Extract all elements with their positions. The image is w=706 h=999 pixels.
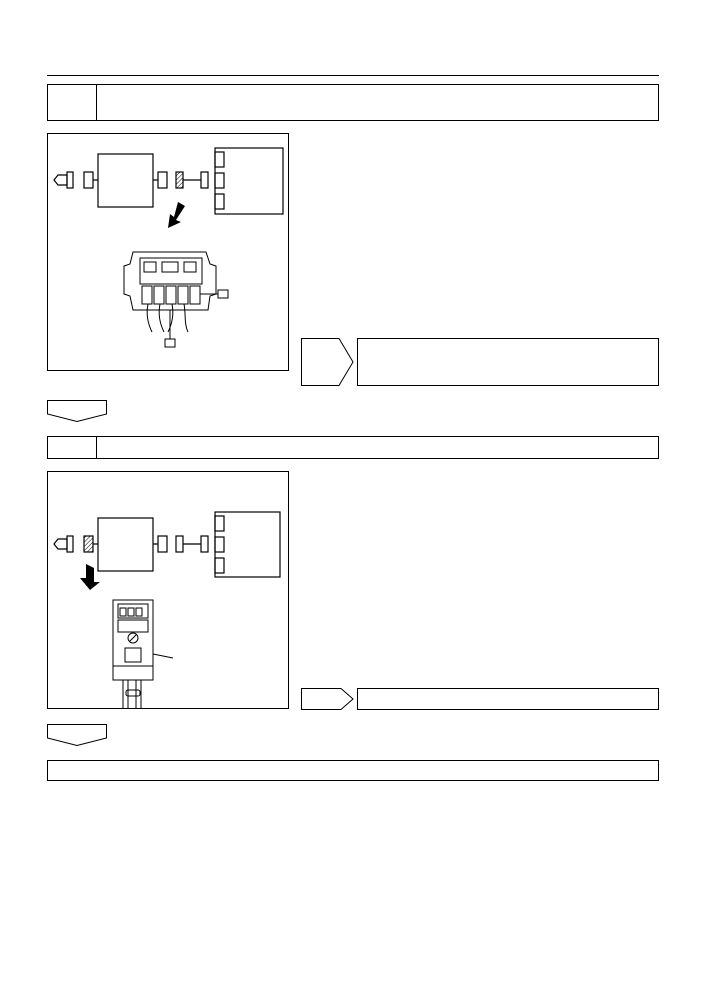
next-tab-icon bbox=[47, 400, 107, 422]
step2-figure bbox=[47, 471, 289, 709]
step2-result-box bbox=[357, 688, 659, 710]
down-arrow-icon bbox=[80, 564, 100, 590]
step2-header bbox=[47, 436, 659, 459]
step2-number-cell bbox=[48, 437, 97, 458]
step1-next-tab[interactable] bbox=[47, 400, 107, 422]
step1-figure bbox=[47, 133, 289, 371]
relay-part bbox=[112, 599, 174, 708]
arrow-tab-icon bbox=[301, 688, 354, 710]
step1-result-box bbox=[357, 338, 659, 386]
step1-result bbox=[301, 338, 659, 386]
step3-box bbox=[47, 760, 659, 781]
connector-diagram bbox=[53, 147, 284, 348]
connector-face bbox=[123, 251, 229, 348]
top-rule bbox=[47, 75, 659, 76]
step1-number-cell bbox=[48, 85, 97, 120]
step1-header bbox=[47, 84, 659, 121]
relay-diagram bbox=[53, 511, 281, 708]
down-arrow-icon bbox=[168, 202, 185, 228]
step2-result bbox=[301, 688, 659, 710]
arrow-tab-icon bbox=[301, 338, 354, 386]
next-tab-icon bbox=[47, 724, 107, 746]
step2-next-tab[interactable] bbox=[47, 724, 107, 746]
